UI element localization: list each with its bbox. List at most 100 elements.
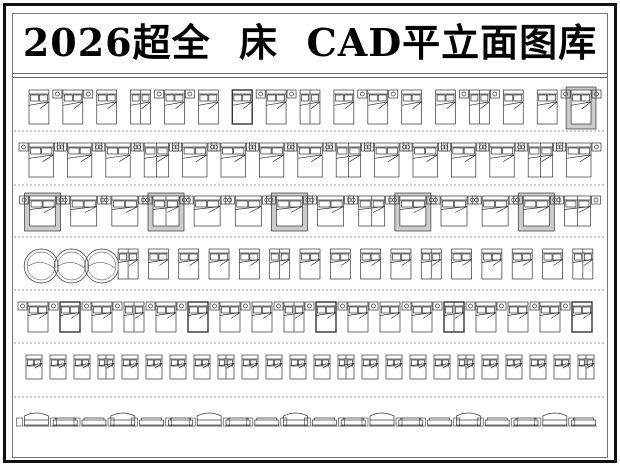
bed-block bbox=[572, 248, 594, 280]
nightstand bbox=[591, 195, 601, 205]
nightstand bbox=[476, 142, 487, 152]
blanket-fold bbox=[266, 101, 287, 109]
bed-block bbox=[481, 248, 503, 280]
lamp bbox=[325, 144, 331, 150]
mattress bbox=[456, 419, 481, 426]
blanket-fold bbox=[503, 101, 524, 109]
pillow bbox=[260, 147, 272, 155]
outer-border bbox=[3, 3, 617, 463]
bed-frame bbox=[67, 142, 93, 178]
lamp bbox=[433, 197, 438, 203]
nightstand bbox=[95, 142, 106, 152]
blanket-fold bbox=[451, 154, 476, 162]
bed-block bbox=[117, 248, 139, 280]
lamp bbox=[461, 91, 467, 97]
blanket-fold bbox=[390, 259, 412, 266]
bed-block bbox=[471, 195, 519, 227]
bed-block bbox=[145, 354, 163, 380]
pillow bbox=[285, 306, 293, 314]
blanket-fold bbox=[148, 259, 169, 266]
lamp bbox=[174, 144, 180, 150]
bed-block bbox=[479, 142, 525, 178]
blanket-fold bbox=[219, 312, 241, 319]
nightstand bbox=[266, 195, 276, 205]
lamp bbox=[328, 144, 334, 150]
lamp bbox=[366, 144, 372, 150]
nightstand bbox=[131, 417, 138, 427]
pillow bbox=[113, 200, 125, 208]
nightstand bbox=[83, 89, 94, 99]
blanket-fold bbox=[336, 154, 361, 162]
round-bed bbox=[23, 248, 59, 284]
bed-block bbox=[241, 354, 259, 380]
pillow bbox=[368, 94, 378, 102]
lamp bbox=[558, 144, 564, 150]
bed-frame bbox=[361, 354, 379, 380]
blanket-fold bbox=[507, 312, 529, 319]
pillow bbox=[106, 94, 116, 102]
bed-block bbox=[441, 142, 487, 178]
blanket-fold bbox=[235, 206, 262, 213]
pillow bbox=[459, 359, 465, 367]
pillow bbox=[445, 306, 453, 314]
bed-frame bbox=[507, 301, 529, 333]
pillow bbox=[147, 359, 154, 367]
pillow bbox=[183, 147, 195, 155]
blanket-fold bbox=[361, 363, 379, 369]
nightstand bbox=[467, 195, 478, 205]
lamp bbox=[213, 144, 218, 150]
blanket-fold bbox=[28, 154, 54, 162]
bed-block bbox=[123, 301, 145, 333]
bed-block bbox=[265, 354, 283, 380]
blanket-fold bbox=[220, 154, 246, 162]
pillow bbox=[131, 94, 140, 102]
nightstand bbox=[207, 142, 218, 152]
bed-block bbox=[84, 248, 120, 284]
bed-block bbox=[23, 248, 59, 284]
nightstand bbox=[48, 301, 59, 311]
nightstand bbox=[246, 417, 254, 427]
bed-frame bbox=[59, 301, 81, 333]
pillow bbox=[242, 94, 252, 102]
lamp bbox=[276, 303, 281, 309]
pillow bbox=[199, 94, 209, 102]
pillow bbox=[337, 147, 348, 155]
nightstand bbox=[496, 301, 507, 311]
lamp bbox=[251, 144, 257, 150]
bed-frame bbox=[234, 195, 262, 227]
bed-frame bbox=[360, 248, 381, 280]
blanket-fold bbox=[440, 206, 468, 213]
headboard bbox=[83, 417, 105, 420]
headboard bbox=[573, 417, 594, 420]
headboard bbox=[400, 417, 422, 420]
bed-frame bbox=[529, 354, 547, 380]
bed-block bbox=[420, 248, 442, 280]
nightstand bbox=[517, 142, 528, 152]
blanket-fold bbox=[572, 259, 594, 266]
blanket-fold bbox=[289, 363, 307, 369]
bed-frame bbox=[566, 142, 592, 178]
pillow bbox=[171, 359, 178, 367]
pillow bbox=[106, 147, 118, 155]
bed-block bbox=[401, 89, 422, 125]
blanket-fold bbox=[300, 101, 321, 109]
bed-block bbox=[333, 89, 355, 125]
bed-block bbox=[542, 248, 563, 280]
bed-frame bbox=[208, 248, 230, 280]
bed-frame bbox=[62, 89, 84, 125]
bed-frame bbox=[385, 354, 403, 380]
lamp bbox=[104, 197, 109, 203]
bed-block bbox=[130, 89, 151, 125]
nightstand bbox=[304, 417, 311, 427]
bed-block bbox=[512, 192, 560, 232]
pillow bbox=[141, 94, 150, 102]
lamp bbox=[346, 197, 352, 203]
pillow bbox=[436, 94, 446, 102]
row-6-bed-plan-small bbox=[25, 354, 595, 380]
bed-block bbox=[266, 192, 313, 232]
pillow bbox=[30, 200, 43, 208]
bed-block bbox=[430, 195, 478, 227]
bed-block bbox=[560, 86, 602, 130]
blanket-fold bbox=[435, 101, 456, 109]
pillow bbox=[301, 94, 309, 102]
